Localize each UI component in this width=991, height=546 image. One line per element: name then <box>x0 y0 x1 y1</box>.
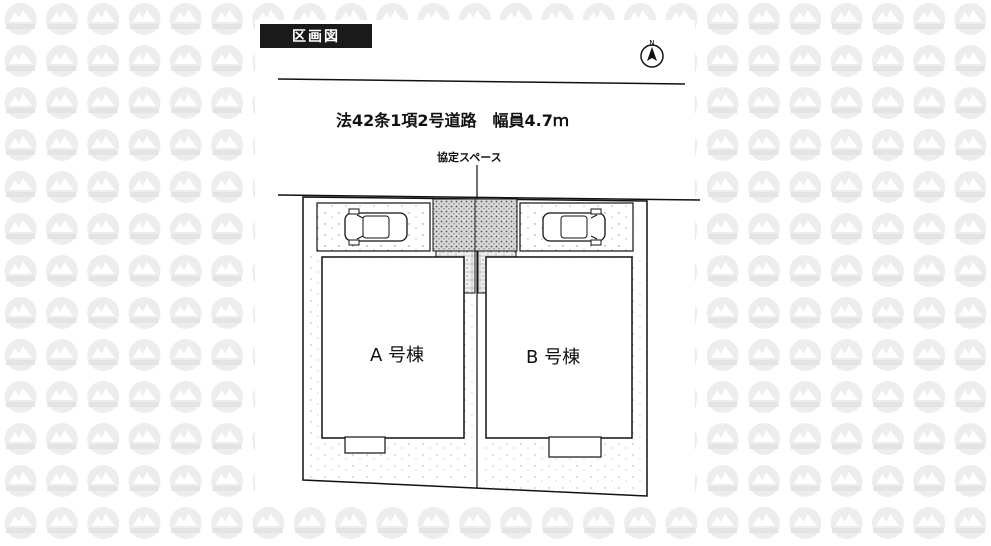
page-title: 区画図 <box>260 24 372 48</box>
building-b-label: B 号棟 <box>526 347 581 368</box>
road-label: 法42条1項2号道路 幅員4.7ｍ <box>336 111 569 130</box>
car-a-icon <box>344 208 408 246</box>
north-letter: N <box>649 39 654 47</box>
north-arrow-icon: N <box>640 39 664 68</box>
building-a <box>321 256 465 439</box>
road-top-line <box>277 78 686 85</box>
car-b-icon <box>542 208 606 246</box>
building-a-label: A 号棟 <box>370 345 425 366</box>
setback-label: 協定スペース <box>437 151 502 164</box>
road-boundary-line <box>277 194 701 201</box>
building-b <box>485 256 633 439</box>
